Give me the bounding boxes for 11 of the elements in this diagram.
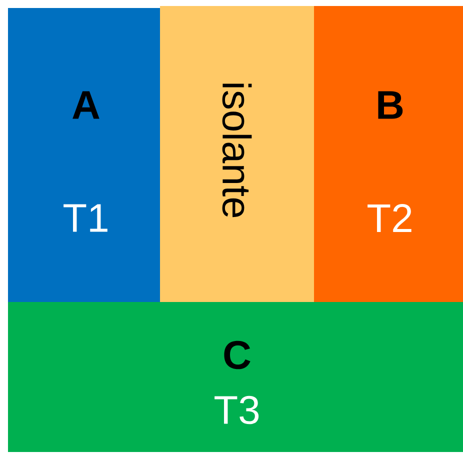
temperature-label: T3: [214, 396, 259, 424]
block-letter: C: [224, 340, 250, 370]
color-block: [8, 302, 463, 452]
material-label: isolante: [222, 84, 252, 218]
block-letter: B: [378, 91, 403, 119]
temperature-label: T1: [64, 204, 108, 232]
color-block: [314, 6, 463, 302]
color-block: [160, 6, 314, 302]
temperature-label: T2: [368, 204, 412, 232]
block-letter: A: [72, 91, 100, 119]
color-block: [8, 8, 160, 302]
